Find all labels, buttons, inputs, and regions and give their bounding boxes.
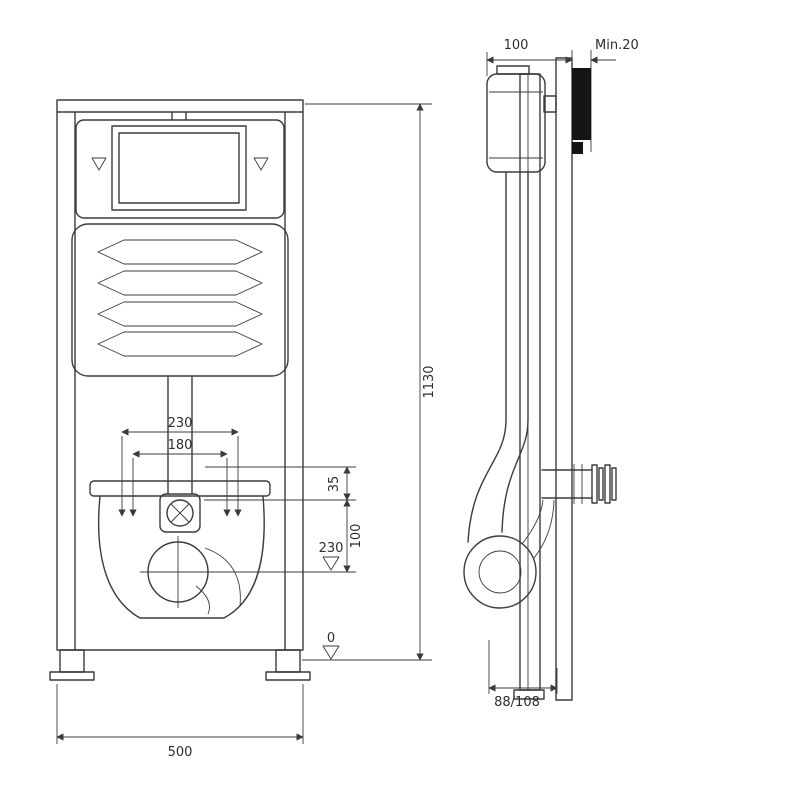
waste-bend-housing [89, 480, 271, 619]
trap-to-outlet [533, 499, 555, 559]
flush-pipe-side [467, 171, 529, 543]
dim-min-clearance: Min.20 [590, 38, 639, 64]
trap-inner [478, 550, 522, 594]
water-level-icon [253, 157, 269, 171]
front-view: 230 180 35 100 230 0 [49, 99, 437, 760]
trap-bend-side [463, 499, 555, 609]
cistern-rib [97, 239, 263, 265]
inlet-cross [170, 503, 190, 523]
wall-plate [555, 57, 573, 701]
dim-pipe-span-outer: 230 [118, 416, 242, 517]
dim-inlet-offset: 35 [204, 466, 356, 501]
flush-plate-block [572, 68, 591, 140]
side-view: 100 Min.20 88/108 [463, 38, 639, 710]
cistern-outline [71, 223, 289, 377]
frame-outline [56, 99, 304, 651]
outlet-height-datum: 230 [319, 541, 344, 571]
flush-plate-side [572, 68, 591, 154]
right-foot [275, 649, 301, 673]
water-level-icon [91, 157, 107, 171]
coupling-rib [604, 464, 611, 504]
cistern-rib [97, 301, 263, 327]
dim-depth: 100 [486, 38, 573, 76]
datum-nabla-icon [322, 556, 340, 571]
flush-window-inner [118, 132, 240, 204]
mounting-frame [49, 99, 311, 681]
coupling-rib [598, 467, 604, 501]
dim-label-230-datum: 230 [319, 541, 344, 556]
datum-nabla-icon [322, 645, 340, 660]
flush-pipe [167, 375, 193, 495]
pipe-bend-front [467, 419, 507, 543]
dim-label-0-datum: 0 [327, 631, 335, 646]
dim-label-88-108: 88/108 [494, 695, 540, 710]
inlet-circle [166, 499, 194, 527]
floor-datum: 0 [322, 631, 340, 660]
flush-plate-step [572, 142, 583, 154]
pipe-bend-back [501, 419, 529, 533]
elbow-line [204, 547, 241, 607]
cistern-rib [97, 331, 263, 357]
tank-cap [496, 65, 530, 75]
water-inlet-fitting [159, 493, 201, 533]
trap-to-outlet [521, 499, 544, 545]
left-foot [59, 649, 85, 673]
dim-label-500: 500 [168, 745, 193, 760]
dim-label-min20: Min.20 [595, 38, 639, 53]
dim-height: 1130 [302, 103, 437, 661]
rail-profile [519, 73, 541, 691]
dim-width: 500 [56, 684, 304, 760]
dim-label-35: 35 [327, 476, 342, 493]
dim-label-depth-100: 100 [504, 38, 529, 53]
flush-plate-housing [75, 119, 285, 219]
flush-window-outer [111, 125, 247, 211]
elbow-line [195, 585, 210, 615]
frame-rail-side [513, 73, 545, 700]
coupling-rib [591, 464, 598, 504]
housing-outline [97, 495, 265, 619]
outlet-pipe-side [541, 464, 617, 504]
actuator-rod [543, 95, 557, 113]
inlet-box [159, 493, 201, 533]
cistern-side [486, 65, 557, 173]
dim-label-230-span: 230 [168, 416, 193, 431]
flush-plate-assembly [75, 111, 285, 219]
dim-label-100-vert: 100 [349, 524, 364, 549]
dim-label-1130: 1130 [422, 365, 437, 398]
dim-outlet-pipe: 88/108 [488, 640, 558, 710]
cistern-rib [97, 270, 263, 296]
right-base-plate [265, 671, 311, 681]
cistern-body [71, 223, 289, 377]
dim-pipe-span-inner: 180 [129, 438, 231, 517]
bracket [89, 480, 271, 497]
trap-outer [463, 535, 537, 609]
dim-inlet-to-outlet: 100 [212, 499, 364, 573]
coupling-rib [611, 467, 617, 501]
tank-profile [486, 73, 546, 173]
dim-label-180-span: 180 [168, 438, 193, 453]
left-base-plate [49, 671, 95, 681]
